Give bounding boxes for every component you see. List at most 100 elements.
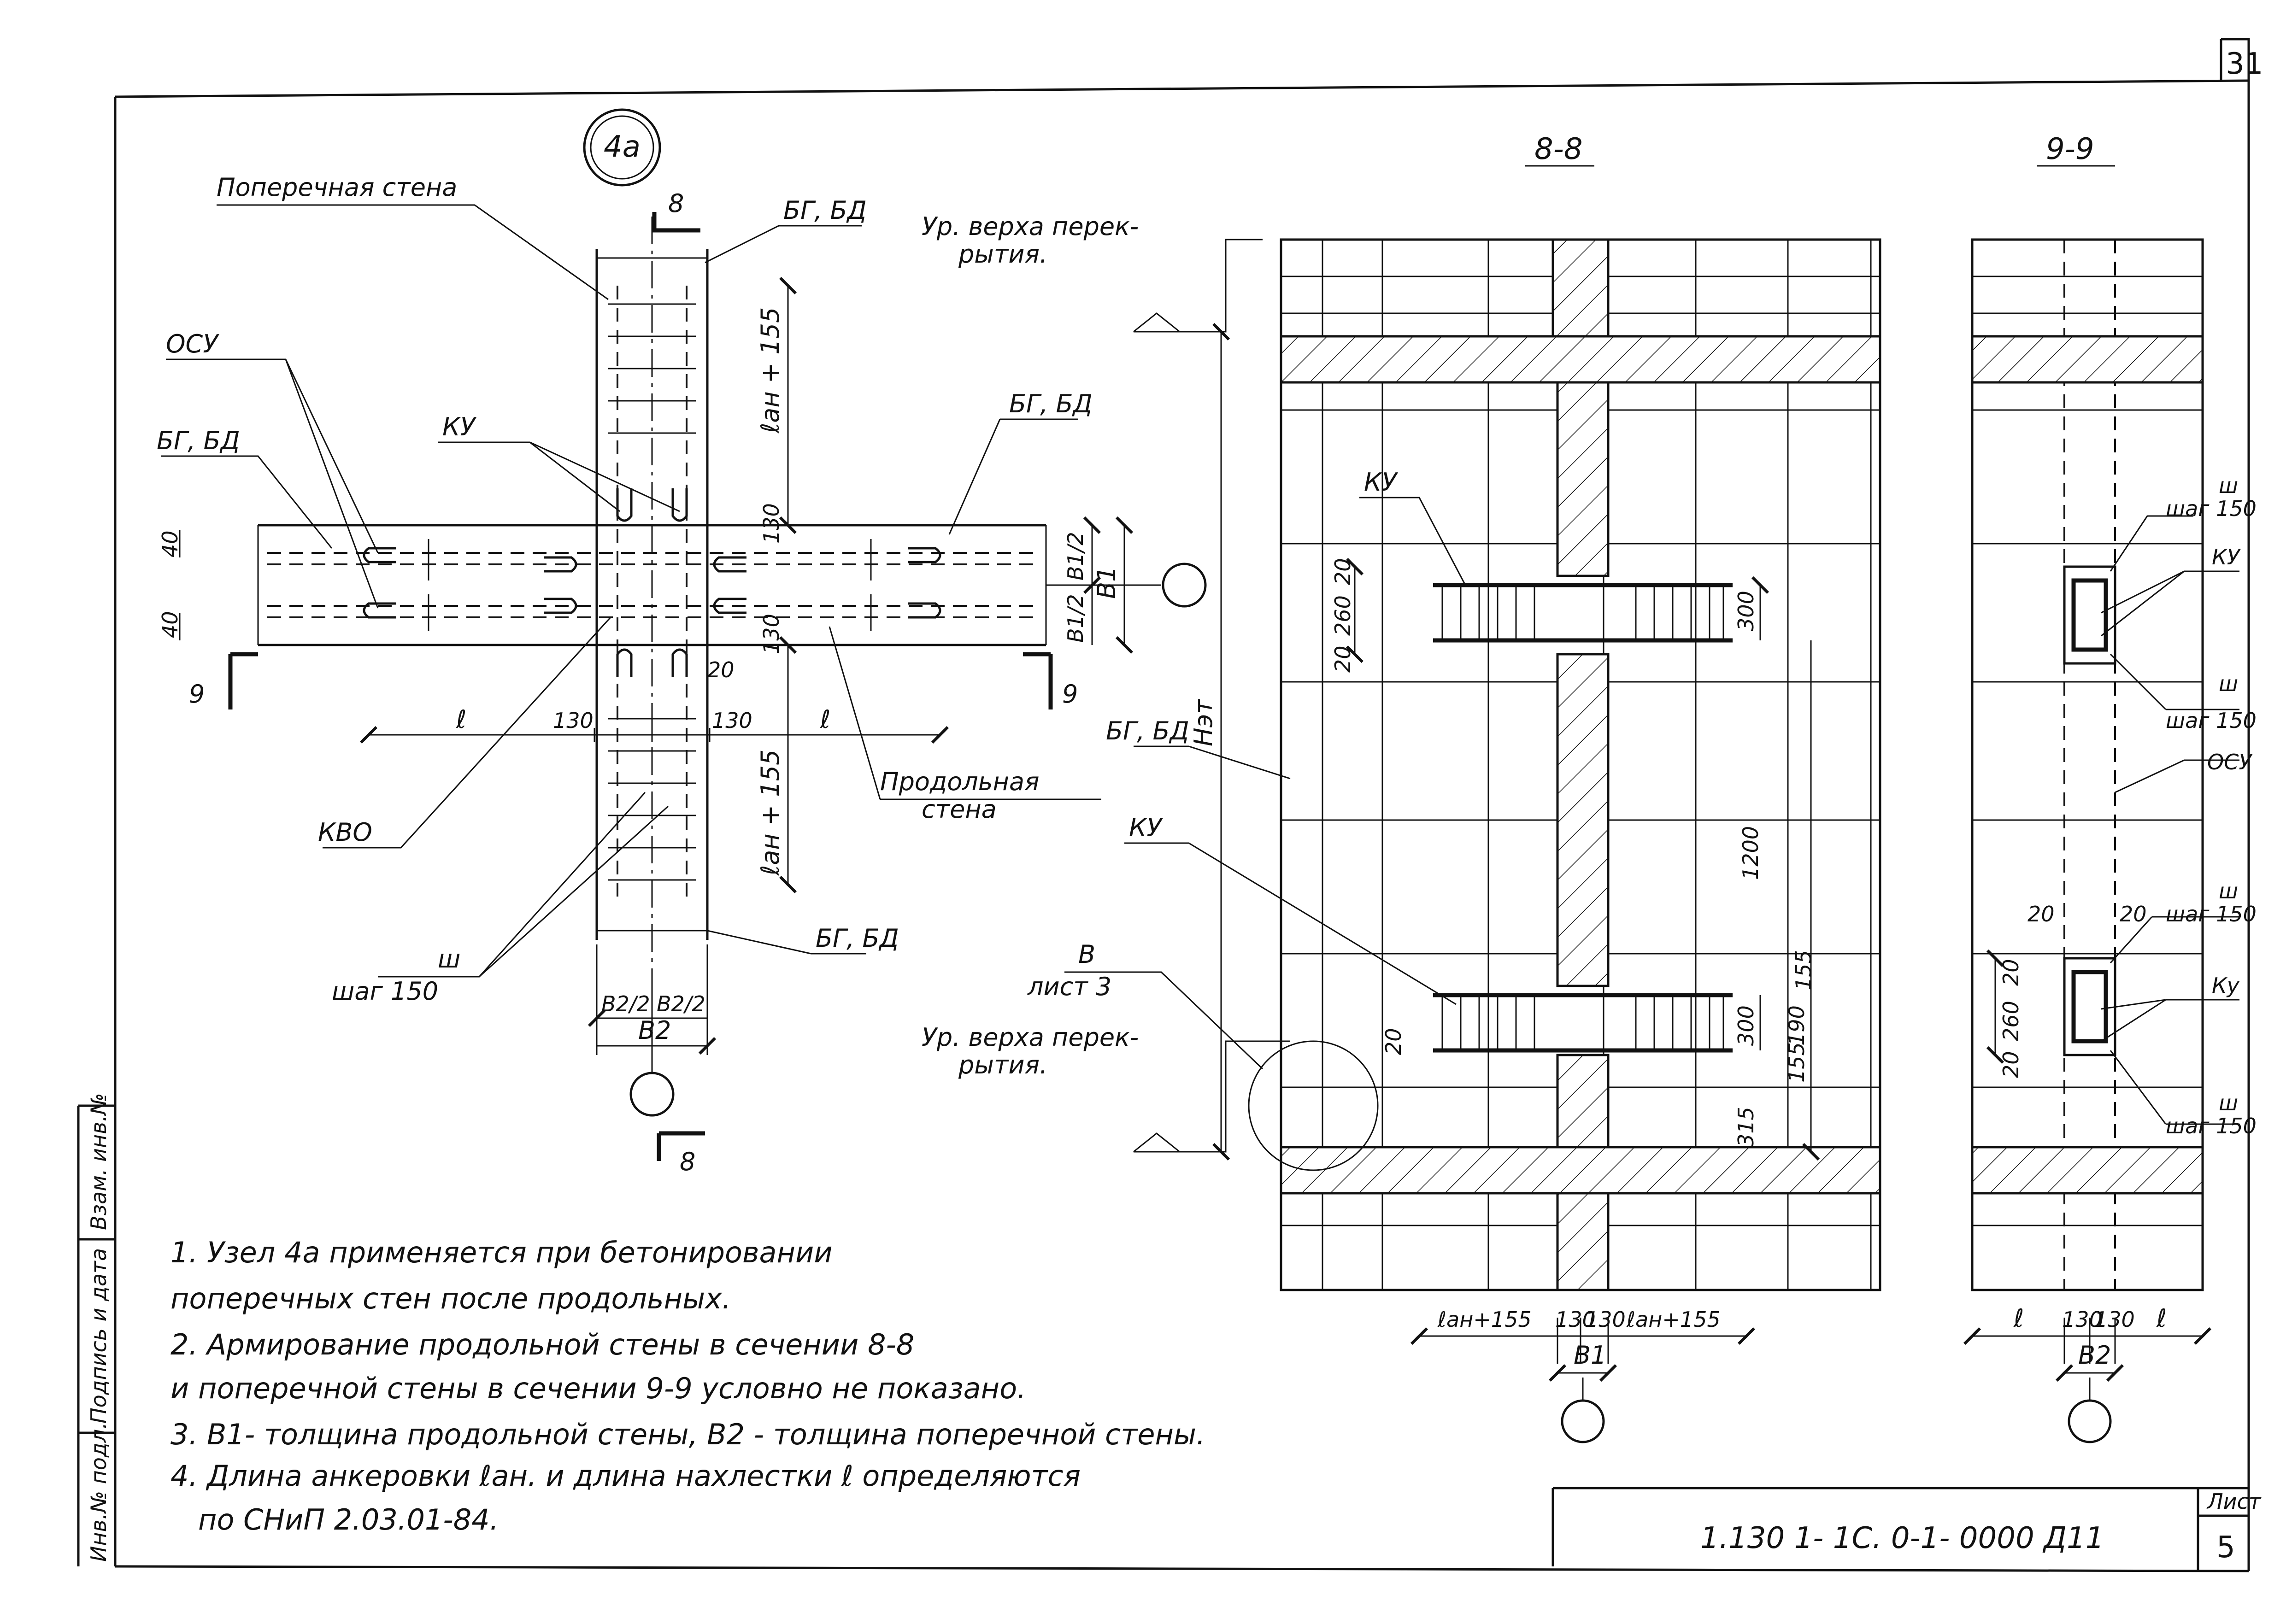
label-bg-bd-bottom: БГ, БД [816, 924, 899, 953]
list-number: 5 [2216, 1530, 2235, 1565]
sec88-ref-list: лист 3 [1027, 972, 1111, 1001]
dim-b1: B1 [1092, 566, 1121, 599]
section-mark-8-top: 8 [668, 189, 684, 218]
sec99-b2: B2 [2078, 1341, 2111, 1370]
sec88-dim-300b: 300 [1734, 1005, 1758, 1046]
label-bg-bd-right: БГ, БД [1009, 389, 1093, 418]
sec99-dim-260: 260 [1998, 1001, 2023, 1041]
sec88-wall-mid2 [1556, 653, 1610, 987]
plan-view: 8 8 9 9 [161, 108, 1207, 1176]
sec88-label-bg-bd: БГ, БД [1106, 716, 1189, 745]
transverse-stirrups [608, 303, 696, 881]
sec99-sh-top: ш [2219, 473, 2238, 498]
section-8-8 [1064, 165, 1881, 1443]
sec99-bottom-dim-3: 130 [2094, 1307, 2135, 1332]
page-number: 31 [2226, 47, 2263, 81]
dim-l-left: ℓ [456, 705, 466, 734]
label-step: шаг 150 [332, 977, 438, 1006]
sec99-bottom-dim-1: ℓ [2013, 1304, 2024, 1333]
dim-20: 20 [707, 657, 735, 682]
sec88-wall-top [1552, 238, 1610, 338]
sec88-floor-level-top-2: рытия. [958, 240, 1047, 269]
dim-130-h1: 130 [553, 708, 594, 733]
sec99-sh-low: ш [2219, 879, 2238, 903]
sec99-ku-box-top [2063, 565, 2116, 665]
node-mark: 4а [604, 130, 641, 164]
dim-40-top: 40 [158, 530, 182, 557]
note-line-4: и поперечной стены в сечении 9-9 условно… [170, 1372, 1026, 1405]
side-stamp-replace: Взам. инв.№ [86, 1093, 111, 1230]
sec88-wall-low [1556, 1054, 1610, 1149]
dim-b2: B2 [638, 1016, 671, 1045]
sec99-block-courses [1972, 276, 2203, 1226]
sec99-dim-20d: 20 [1998, 1051, 2023, 1078]
dim-b1-half-bottom: B1/2 [1063, 594, 1088, 643]
sec99-step-mid: шаг 150 [2166, 708, 2257, 733]
label-transverse-wall: Поперечная стена [217, 173, 457, 202]
label-bg-bd-left: БГ, БД [157, 426, 240, 455]
sec99-slab-top [1971, 335, 2204, 384]
doc-code: 1.130 1- 1С. 0-1- 0000 Д11 [1700, 1521, 2104, 1555]
sec88-dim-20a: 20 [1330, 558, 1355, 585]
sec88-ku-mesh [1433, 583, 1733, 1053]
sec88-dim-1200: 1200 [1738, 826, 1763, 880]
section-mark-9-left: 9 [189, 680, 205, 709]
sec88-bottom-dim-4: ℓан+155 [1626, 1307, 1721, 1332]
sec99-sh-bottom: ш [2219, 1090, 2238, 1115]
sec88-bottom-dim-2: 130 [1555, 1307, 1596, 1332]
dim-l-right: ℓ [820, 705, 830, 734]
sec99-sh-mid: ш [2219, 671, 2238, 696]
label-sh: ш [438, 944, 460, 973]
label-kvo: КВО [318, 818, 372, 847]
sec88-b1: B1 [1574, 1341, 1606, 1370]
sec88-het: Нэт [1189, 699, 1218, 746]
sec88-ref-b: В [1078, 940, 1095, 969]
axis-bubble-bottom [629, 1072, 675, 1117]
sec88-floor-level-bottom-1: Ур. верха перек- [922, 1023, 1139, 1052]
note-line-2: поперечных стен после продольных. [170, 1282, 731, 1315]
label-longitudinal-wall-2: стена [922, 795, 997, 824]
dim-b2-half-left: B2/2 [601, 991, 650, 1016]
sec88-label-ku-top: КУ [1364, 468, 1398, 497]
sec88-dim-155b: 155 [1784, 1042, 1809, 1083]
sec88-slab-top [1280, 335, 1881, 384]
note-line-3: 2. Армирование продольной стены в сечени… [170, 1328, 914, 1361]
list-label: Лист [2206, 1489, 2262, 1514]
sec99-title: 9-9 [2046, 132, 2094, 166]
label-ku: КУ [442, 412, 476, 441]
sec99-osu: ОСУ [2207, 750, 2253, 774]
sec88-wall-bottom [1556, 1192, 1610, 1291]
section-9-9 [1963, 165, 2239, 1443]
sec99-step-bottom: шаг 150 [2166, 1114, 2257, 1138]
sec99-ku-top: КУ [2212, 545, 2241, 569]
sec99-bottom-dim-2: 130 [2062, 1307, 2103, 1332]
sec88-floor-level-bottom-2: рытия. [958, 1050, 1047, 1079]
dim-40-bottom: 40 [158, 611, 182, 638]
notes: 1. Узел 4а применяется при бетонировании… [170, 1236, 1205, 1536]
note-line-6: 4. Длина анкеровки ℓан. и длина нахлестк… [170, 1459, 1081, 1493]
sec99-slab-bottom [1971, 1146, 2204, 1195]
sec88-dim-20c: 20 [1381, 1028, 1406, 1055]
label-bg-bd-top: БГ, БД [783, 196, 867, 225]
sec88-bottom-dim-3: 130 [1585, 1307, 1626, 1332]
sec99-ku-bottom: Ку [2212, 973, 2240, 998]
dim-b2-half-right: B2/2 [657, 991, 705, 1016]
section-mark-8-bottom: 8 [680, 1147, 695, 1176]
sec99-dim-20b: 20 [2120, 902, 2147, 926]
sec99-dim-20c: 20 [1998, 959, 2023, 986]
sec99-axis-bubble [2068, 1399, 2112, 1443]
side-stamp-inv: Инв.№ подл. [86, 1422, 111, 1562]
dim-130-v2: 130 [759, 614, 784, 654]
section-mark-9-right: 9 [1062, 680, 1078, 709]
sec88-slab-bottom [1280, 1146, 1881, 1195]
label-longitudinal-wall-1: Продольная [880, 767, 1040, 796]
sec88-dim-190: 190 [1784, 1005, 1809, 1046]
sec99-dim-20a: 20 [2028, 902, 2055, 926]
node-mark-circle [583, 108, 661, 187]
loop-bars [363, 488, 941, 677]
dim-lan155-bottom: ℓан + 155 [756, 750, 785, 876]
axis-bubble-right [1162, 563, 1207, 608]
sec88-dim-20b: 20 [1330, 645, 1355, 673]
sec88-floor-level-top-1: Ур. верха перек- [922, 212, 1139, 241]
